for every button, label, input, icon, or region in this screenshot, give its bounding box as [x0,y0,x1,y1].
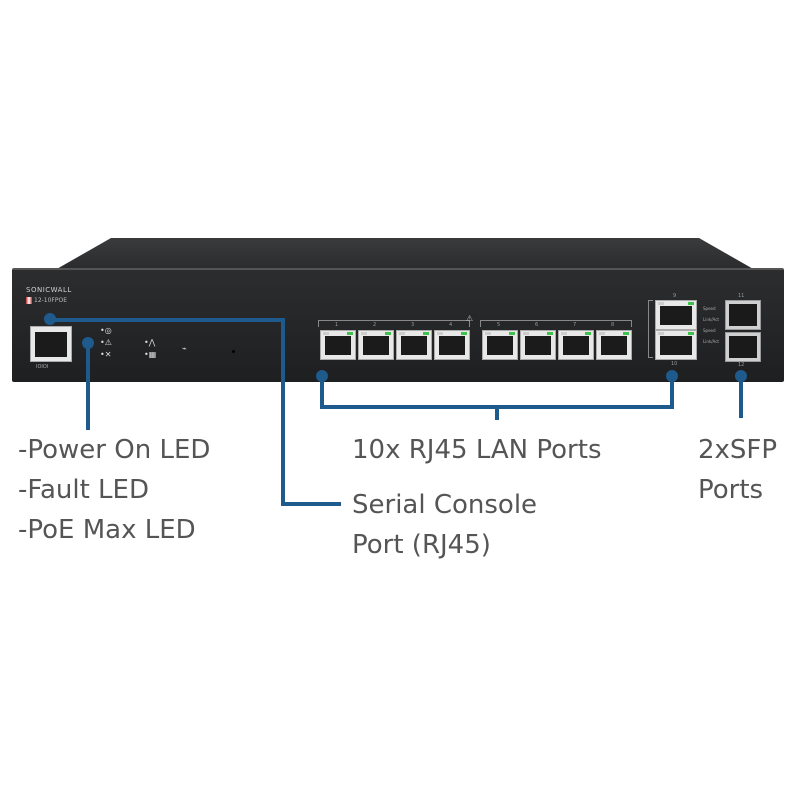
activity-led [437,332,443,335]
port-number-3: 3 [411,322,415,328]
link-led [461,332,467,335]
lan-group-bracket-2 [480,320,632,327]
sfp-port-11[interactable] [725,300,761,330]
uplink-bracket [648,300,653,358]
fault-led-label: -Fault LED [18,475,149,505]
port-number-7: 7 [573,322,577,328]
link-led [347,332,353,335]
led-label-link: Link/Act [703,317,719,322]
led-label-speed-2: Speed [703,328,716,333]
rj45-port-1[interactable] [320,330,356,360]
power-led-icon: •◎ [100,326,112,335]
link-led [547,332,553,335]
link-led [423,332,429,335]
poe-warning-icon: ⚠ [466,314,474,323]
lan-ports-label: 10x RJ45 LAN Ports [352,435,602,465]
rj45-port-2[interactable] [358,330,394,360]
poe-max-led-icon: •✕ [100,350,112,359]
port-socket [363,336,389,355]
port-socket [401,336,427,355]
port-number-10: 10 [671,361,678,367]
rj45-port-5[interactable] [482,330,518,360]
link-led [385,332,391,335]
rj45-port-9[interactable] [655,300,697,330]
sfp-label-line1: 2xSFP [698,435,778,465]
console-port-label: IOIOI [36,364,49,370]
rj45-port-8[interactable] [596,330,632,360]
rj45-port-4[interactable] [434,330,470,360]
port-socket [563,336,589,355]
port-number-6: 6 [535,322,539,328]
device-top-face [55,238,755,270]
activity-led [323,332,329,335]
poe-max-led-label: -PoE Max LED [18,515,196,545]
reset-pinhole[interactable] [232,350,235,353]
port-number-5: 5 [497,322,501,328]
port-number-1: 1 [335,322,339,328]
lan-group-bracket-1 [318,320,470,327]
activity-led [399,332,405,335]
network-led-icon: •⋀ [144,338,156,347]
port-number-9: 9 [673,293,677,299]
led-label-link-2: Link/Act [703,339,719,344]
sfp-callout-line [739,376,743,418]
port-number-4: 4 [449,322,453,328]
activity-led [599,332,605,335]
rj45-port-6[interactable] [520,330,556,360]
led-label-speed: Speed [703,306,716,311]
power-on-led-label: -Power On LED [18,435,211,465]
model-label: 12-10FPOE [26,297,67,304]
serial-label-line1: Serial Console [352,490,538,520]
activity-led [523,332,529,335]
brand-badge-icon [26,297,32,304]
serial-console-port [30,326,72,362]
port-socket [487,336,513,355]
activity-led [561,332,567,335]
led-callout-dot [82,337,94,349]
port-number-8: 8 [611,322,615,328]
lan-callout-right-v [670,376,674,408]
serial-label-line2: Port (RJ45) [352,530,491,560]
port-number-12: 12 [738,362,745,368]
rj45-port-10[interactable] [655,330,697,360]
serial-console-label: Serial Console Port (RJ45) [352,488,537,562]
brand-logo: SONICWALL [26,286,72,294]
rj45-port-7[interactable] [558,330,594,360]
port-socket [439,336,465,355]
lan-callout-left-v [320,376,324,408]
activity-led [485,332,491,335]
sfp-port-12[interactable] [725,332,761,362]
lan-callout-stem [495,405,499,420]
led-callout-line [86,344,90,430]
port-socket [601,336,627,355]
serial-callout-line-h [50,318,284,322]
sfp-ports-label: 2xSFP Ports [698,433,777,507]
serial-callout-line-end [281,502,341,506]
fault-led-icon: •⚠ [100,338,112,347]
fan-led-icon: •▦ [144,350,157,359]
link-led [585,332,591,335]
model-text: 12-10FPOE [34,297,68,304]
serial-callout-dot [44,313,56,325]
rj45-port-3[interactable] [396,330,432,360]
port-number-2: 2 [373,322,377,328]
link-led [509,332,515,335]
port-socket [325,336,351,355]
link-led [623,332,629,335]
serial-callout-line-v [281,318,285,504]
led-label-group: Speed Link/Act Speed Link/Act [703,303,719,347]
activity-led [361,332,367,335]
sfp-label-line2: Ports [698,475,764,505]
reset-button-icon[interactable]: ⌁ [182,344,187,353]
port-number-11: 11 [738,293,745,299]
port-socket [525,336,551,355]
led-callout-label: -Power On LED -Fault LED -PoE Max LED [18,433,210,547]
